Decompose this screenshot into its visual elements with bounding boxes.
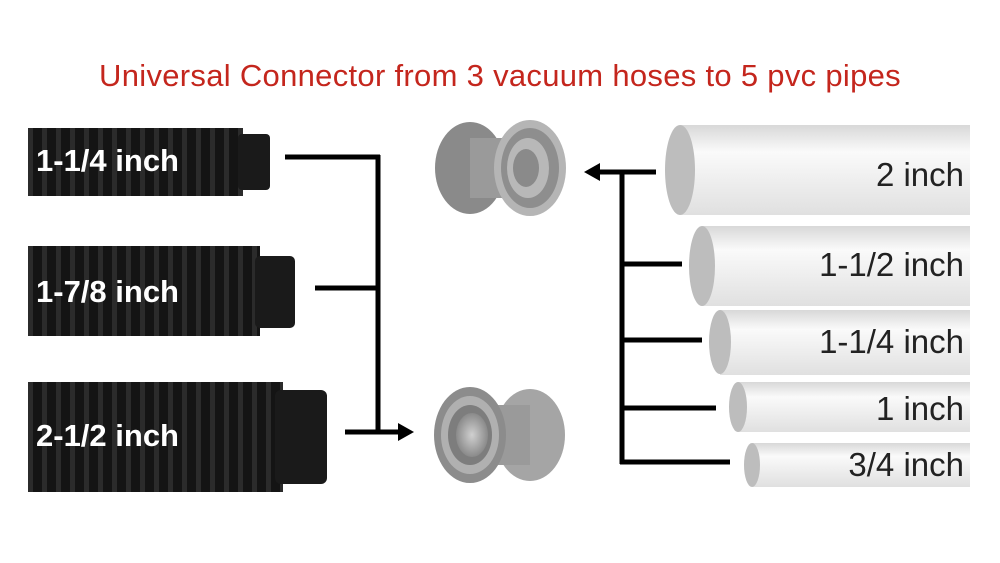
hose-label: 2-1/2 inch xyxy=(36,418,179,453)
pipe-label: 3/4 inch xyxy=(848,446,964,483)
arrow-right-icon xyxy=(398,423,414,441)
pipe-4 xyxy=(729,382,970,432)
hose-3 xyxy=(28,382,327,492)
pipe-1 xyxy=(665,125,970,215)
pipe-label: 1 inch xyxy=(875,390,964,427)
left-connector-lines xyxy=(285,154,400,435)
connector-bottom xyxy=(434,387,565,483)
hose-label: 1-1/4 inch xyxy=(36,143,179,178)
pipe-label: 2 inch xyxy=(875,156,964,193)
pipe-label: 1-1/4 inch xyxy=(819,323,964,360)
right-connector-lines xyxy=(598,169,730,465)
arrow-left-icon xyxy=(584,163,600,181)
hose-1 xyxy=(28,128,270,196)
diagram-title: Universal Connector from 3 vacuum hoses … xyxy=(99,58,901,93)
pipe-5 xyxy=(744,443,970,487)
pipe-3 xyxy=(709,310,970,375)
connector-top xyxy=(435,120,566,216)
hose-label: 1-7/8 inch xyxy=(36,274,179,309)
hose-2 xyxy=(28,246,295,336)
pipe-label: 1-1/2 inch xyxy=(819,246,964,283)
pipe-2 xyxy=(689,226,970,306)
